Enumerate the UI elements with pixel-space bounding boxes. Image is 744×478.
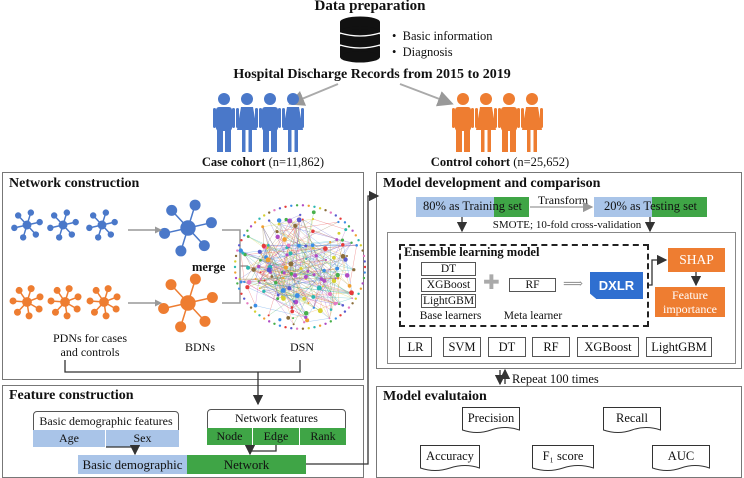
model-rf: RF [532,337,570,357]
testing-set-label: 20% as Testing set [604,199,697,213]
dxlr-box: DXLR [590,272,643,299]
base-learners-label: Base learners [419,310,482,322]
pdn-to-bdn-arrows [128,226,162,307]
bullet-diagnosis: • Diagnosis [392,45,453,59]
pdn-case-network-icon [47,209,79,241]
feature-construction-title: Feature construction [9,388,134,403]
person-icon [282,93,304,152]
pdn-case-network-icon [86,209,118,241]
rank-cell: Rank [300,428,346,445]
pdn-control-network-icon [86,285,121,320]
data-preparation-title: Data preparation [314,0,426,14]
testing-set-box [594,197,707,217]
repeat-label: Repeat 100 times [512,372,599,386]
control-cohort-label: Control cohort (n=25,652) [430,155,570,169]
records-title: Hospital Discharge Records from 2015 to … [233,67,511,82]
bullet-basic-information: • Basic information [392,29,493,43]
person-icon [452,93,474,152]
models-area-box [387,232,736,364]
base-learner-lightgbm: LightGBM [421,294,476,308]
meta-learner-label: Meta learner [503,310,563,322]
bdn-control-network-icon [158,273,218,333]
training-set-box [416,197,529,217]
bdn-label: BDNs [184,340,215,354]
merge-label: merge [192,260,226,274]
person-icon [475,93,497,152]
control-cohort-people-icon [452,93,543,152]
combined-basic-demographic: Basic demographic [78,455,187,474]
case-cohort-people-icon [213,93,304,152]
shap-box: SHAP [668,248,725,272]
age-cell: Age [33,430,106,447]
base-learner-xgboost: XGBoost [421,278,476,292]
meta-learner-rf: RF [509,278,556,292]
model-dt: DT [488,337,526,357]
metric-f1-score: F₁ score [532,445,594,473]
model-evaluation-title: Model evalutaion [383,389,487,404]
sex-cell: Sex [106,430,179,447]
implies-arrow-icon: ⟹ [563,277,584,292]
network-construction-panel: Network construction [2,172,364,380]
case-cohort-label: Case cohort (n=11,862) [201,155,325,169]
metric-accuracy: Accuracy [420,445,480,473]
model-lightgbm: LightGBM [646,337,712,357]
plus-icon: ✚ [483,272,500,294]
model-lr: LR [399,337,432,357]
person-icon [259,93,281,152]
ensemble-box [399,244,649,327]
metric-auc: AUC [652,445,710,473]
metric-precision: Precision [462,407,520,435]
bullet-list: • Basic information • Diagnosis [392,28,493,60]
pdn-control-network-icon [47,285,82,320]
bdn-case-network-icon [159,199,217,257]
base-learner-dt: DT [421,262,476,276]
person-icon [521,93,543,152]
network-construction-title: Network construction [9,176,140,191]
person-icon [236,93,258,152]
training-set-label: 80% as Training set [423,199,522,213]
dsn-label: DSN [289,340,314,354]
model-development-title: Model development and comparison [383,176,601,191]
model-xgboost: XGBoost [577,337,639,357]
smote-label: SMOTE; 10-fold cross-validation [492,219,642,231]
pdn-case-network-icon [11,209,43,241]
person-icon [498,93,520,152]
combined-network: Network [187,455,306,474]
metric-recall: Recall [603,407,661,435]
edge-cell: Edge [253,428,300,445]
ensemble-title: Ensemble learning model [404,245,540,259]
person-icon [213,93,235,152]
database-icon [339,16,381,63]
pdn-control-network-icon [9,285,44,320]
model-svm: SVM [443,337,481,357]
network-diagram [9,199,366,333]
transform-label: Transform [537,193,589,207]
node-cell: Node [207,428,253,445]
dsn-network-icon [233,204,366,330]
